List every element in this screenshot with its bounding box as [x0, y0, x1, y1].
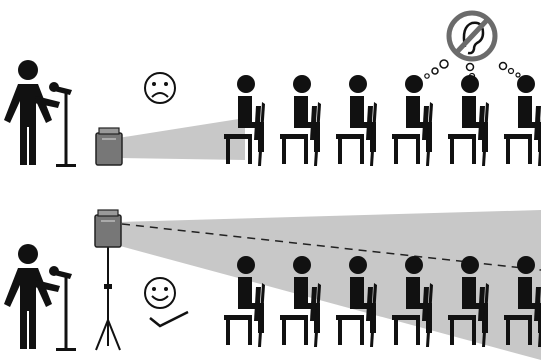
- tripod-stand: [96, 246, 120, 350]
- top-audience-member: [504, 75, 541, 166]
- top-presenter: [4, 60, 60, 165]
- top-panel: [4, 13, 541, 167]
- top-audience-member: [336, 75, 377, 166]
- top-audience-member: [448, 75, 489, 166]
- bottom-microphone-stand: [49, 266, 76, 351]
- bottom-presenter: [4, 244, 60, 349]
- top-microphone-stand: [49, 82, 76, 167]
- sad-face-icon: [145, 73, 175, 103]
- bottom-sound-beam: [120, 210, 541, 360]
- no-hearing-icon: [425, 13, 520, 79]
- bottom-panel: [4, 210, 541, 360]
- happy-face-icon: [145, 278, 175, 308]
- top-audience: [224, 75, 541, 166]
- top-audience-member: [280, 75, 321, 166]
- top-floor-speaker: [96, 128, 122, 165]
- raised-speaker: [95, 210, 121, 247]
- top-audience-member: [392, 75, 433, 166]
- check-mark-icon: [150, 312, 188, 326]
